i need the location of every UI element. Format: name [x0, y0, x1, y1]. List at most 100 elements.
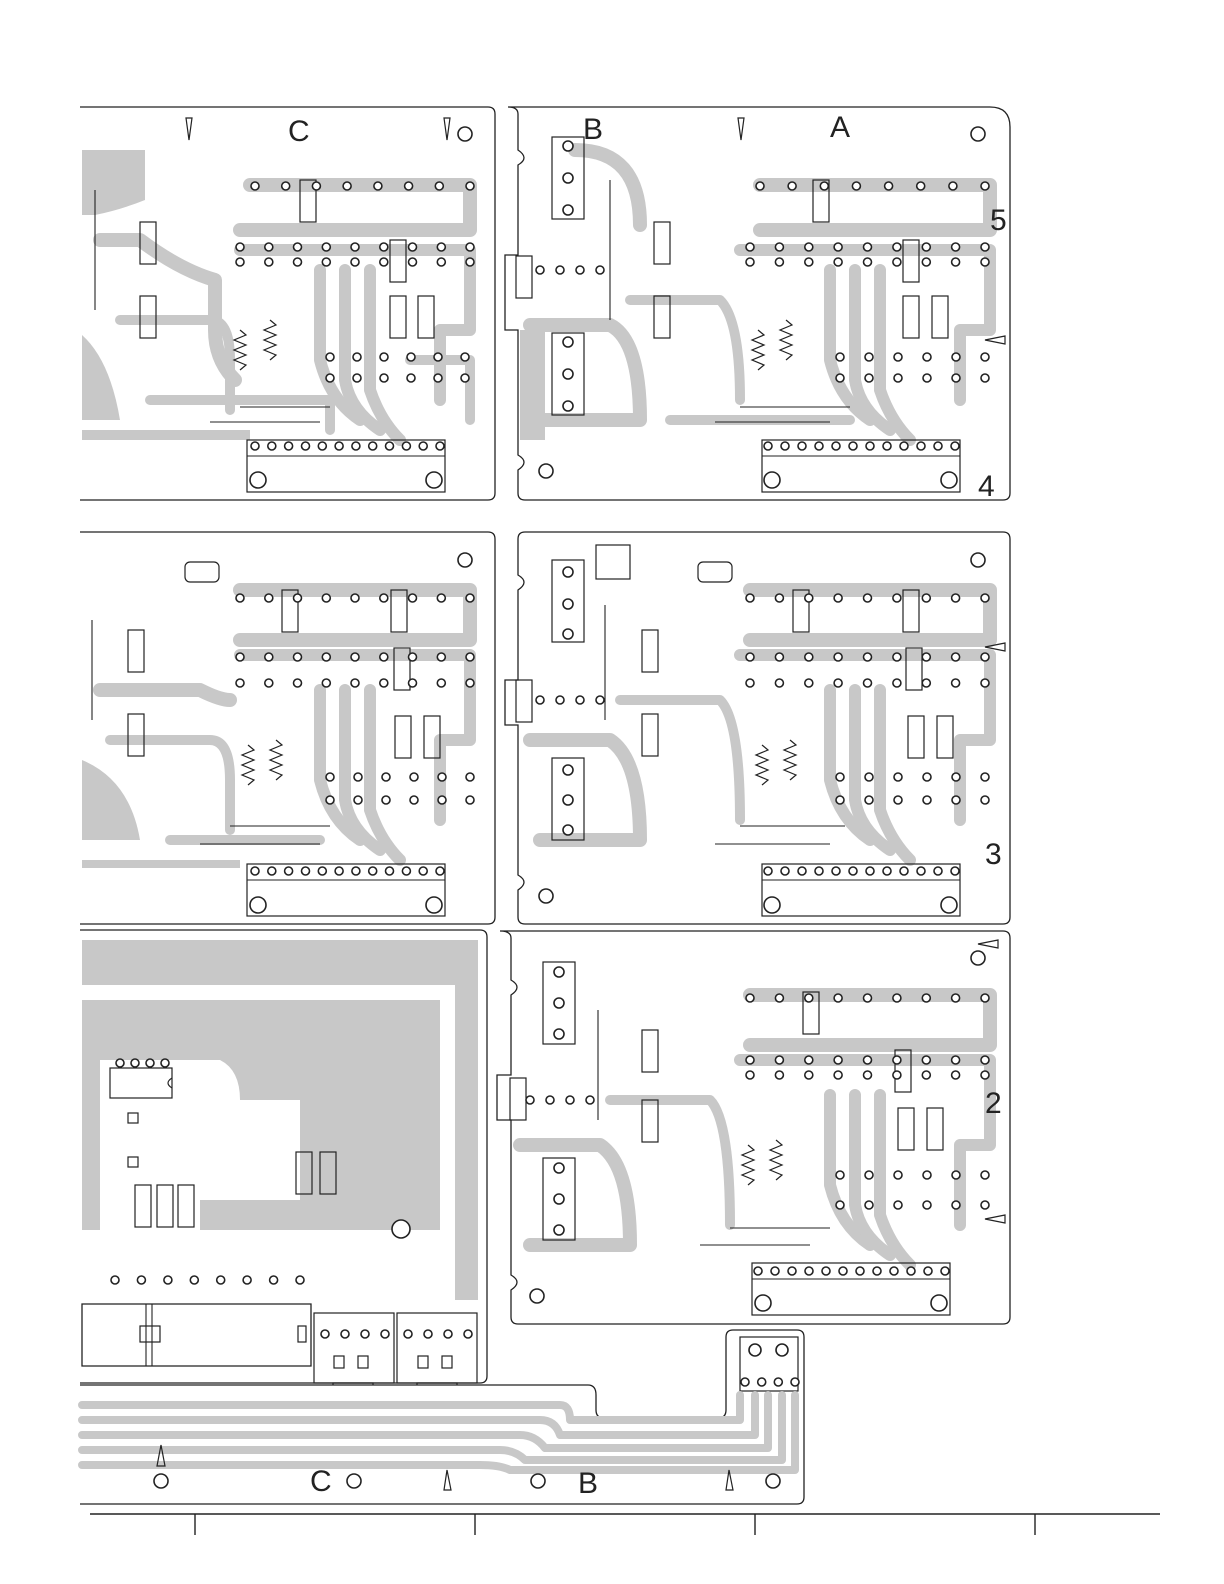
pcb-pad [864, 258, 872, 266]
pcb-pad [805, 653, 813, 661]
pcb-pad [981, 243, 989, 251]
pcb-pad [265, 243, 273, 251]
pcb-pad [353, 353, 361, 361]
pcb-pad [556, 696, 564, 704]
pcb-pad [981, 1171, 989, 1179]
board-top-left: C [80, 107, 495, 500]
pcb-pad [566, 1096, 574, 1104]
pcb-pad [893, 243, 901, 251]
pcb-pad [268, 442, 276, 450]
pcb-pad [746, 679, 754, 687]
pcb-pad [805, 258, 813, 266]
pcb-pad [161, 1059, 169, 1067]
pcb-pad [836, 1171, 844, 1179]
pcb-pad [758, 1378, 766, 1386]
pcb-pad [834, 1071, 842, 1079]
pcb-pad [466, 243, 474, 251]
pcb-pad [894, 1201, 902, 1209]
pcb-pad [894, 353, 902, 361]
pcb-pad [409, 258, 417, 266]
pcb-pad [864, 243, 872, 251]
pcb-pad [893, 679, 901, 687]
pcb-pad [873, 1267, 881, 1275]
pcb-pad [952, 243, 960, 251]
pcb-pad [922, 653, 930, 661]
pcb-pad [834, 994, 842, 1002]
pcb-pad [466, 773, 474, 781]
pcb-pad [836, 374, 844, 382]
pcb-pad [294, 679, 302, 687]
pcb-pad [746, 653, 754, 661]
pcb-pad [312, 182, 320, 190]
pcb-pad [834, 258, 842, 266]
pcb-pad [834, 679, 842, 687]
pcb-pad [774, 1378, 782, 1386]
pcb-pad [265, 679, 273, 687]
pcb-pad [981, 1201, 989, 1209]
pcb-pad [864, 1056, 872, 1064]
pcb-pad [146, 1059, 154, 1067]
pcb-pad [923, 1171, 931, 1179]
pcb-pad [285, 867, 293, 875]
pcb-pad [893, 1071, 901, 1079]
pcb-pad [436, 867, 444, 875]
board-label-a-top: A [830, 111, 850, 144]
pcb-pad [251, 442, 259, 450]
pcb-pad [923, 374, 931, 382]
pcb-pad [265, 258, 273, 266]
pcb-pad [865, 374, 873, 382]
pcb-pad [893, 1056, 901, 1064]
pcb-pad [864, 653, 872, 661]
pcb-pad [865, 796, 873, 804]
pcb-pad [981, 374, 989, 382]
board-label-b-top: B [583, 113, 603, 146]
pcb-pad [775, 1071, 783, 1079]
pcb-pad [296, 1276, 304, 1284]
pcb-pad [922, 1071, 930, 1079]
pcb-pad [419, 867, 427, 875]
pcb-pad [335, 867, 343, 875]
pcb-pad [111, 1276, 119, 1284]
pcb-pad [268, 867, 276, 875]
pcb-pad [834, 243, 842, 251]
pcb-pad [864, 594, 872, 602]
pcb-pad [536, 266, 544, 274]
pcb-pad [353, 374, 361, 382]
pcb-pad [352, 867, 360, 875]
pcb-pad [746, 1056, 754, 1064]
pcb-pad [951, 442, 959, 450]
pcb-pad [924, 1267, 932, 1275]
pcb-pad [805, 1267, 813, 1275]
pcb-pad [805, 1071, 813, 1079]
pcb-pad [404, 1330, 412, 1338]
pcb-pad [771, 1267, 779, 1275]
pcb-pad [934, 442, 942, 450]
pcb-pad [805, 994, 813, 1002]
pcb-pad [865, 1201, 873, 1209]
pcb-pad [419, 442, 427, 450]
board-label-b-bottom: B [578, 1467, 598, 1500]
pcb-pad [576, 696, 584, 704]
pcb-pad [380, 374, 388, 382]
pcb-pad [775, 243, 783, 251]
pcb-pad [952, 1071, 960, 1079]
pcb-pad [981, 1056, 989, 1064]
pcb-pad [883, 442, 891, 450]
pcb-pad [322, 243, 330, 251]
pcb-pad [798, 867, 806, 875]
pcb-pad [885, 182, 893, 190]
pcb-pad [832, 867, 840, 875]
pcb-pad [243, 1276, 251, 1284]
pcb-pad [775, 258, 783, 266]
pcb-pad [981, 773, 989, 781]
pcb-pad [741, 1378, 749, 1386]
pcb-pad [791, 1378, 799, 1386]
pcb-pad [236, 258, 244, 266]
pcb-pad [981, 679, 989, 687]
pcb-pad [409, 653, 417, 661]
pcb-pad [788, 1267, 796, 1275]
pcb-pad [294, 243, 302, 251]
pcb-pad [424, 1330, 432, 1338]
pcb-pad [864, 679, 872, 687]
pcb-pad [952, 1171, 960, 1179]
